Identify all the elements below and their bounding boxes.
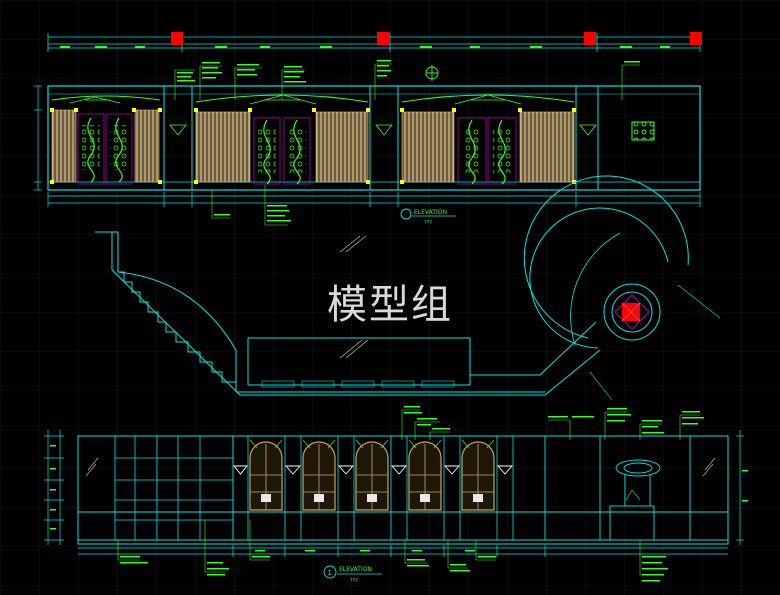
red-marker-3 — [584, 32, 596, 45]
red-marker-1 — [171, 32, 183, 45]
floor-plan — [95, 175, 721, 401]
red-marker-2 — [377, 32, 389, 45]
top-elevation: ELEVATION ??? — [34, 32, 702, 226]
right-counter — [544, 436, 691, 541]
top-annotations — [174, 63, 640, 226]
bottom-elevation: 1 ELEVATION ??? — [44, 406, 748, 584]
wall-sconces — [233, 465, 513, 475]
wall-plaque — [631, 121, 655, 141]
elevation-title-bottom: ELEVATION — [339, 566, 372, 573]
elevation-tag-bottom: 1 ELEVATION ??? — [323, 565, 382, 584]
red-marker-4 — [690, 32, 702, 45]
elevation-title-top: ELEVATION — [414, 209, 447, 216]
top-columns — [163, 85, 599, 191]
elevation-number-bottom: 1 — [328, 569, 332, 577]
bottom-annotations — [117, 409, 700, 576]
north-symbol — [425, 65, 439, 81]
elevation-tag-top: ELEVATION ??? — [400, 208, 456, 226]
elevation-scale-top: ??? — [424, 220, 432, 226]
top-dimension-ticks — [60, 46, 670, 48]
bay-3 — [401, 94, 575, 185]
sconce-rays — [249, 439, 495, 449]
bottom-dims — [44, 430, 744, 557]
elevation-scale-bottom: ??? — [350, 578, 358, 584]
top-bottom-dims — [47, 192, 701, 207]
pilasters — [232, 435, 514, 541]
bay-2 — [195, 94, 369, 185]
bay-1 — [51, 95, 161, 185]
yellow-markers — [50, 108, 576, 184]
